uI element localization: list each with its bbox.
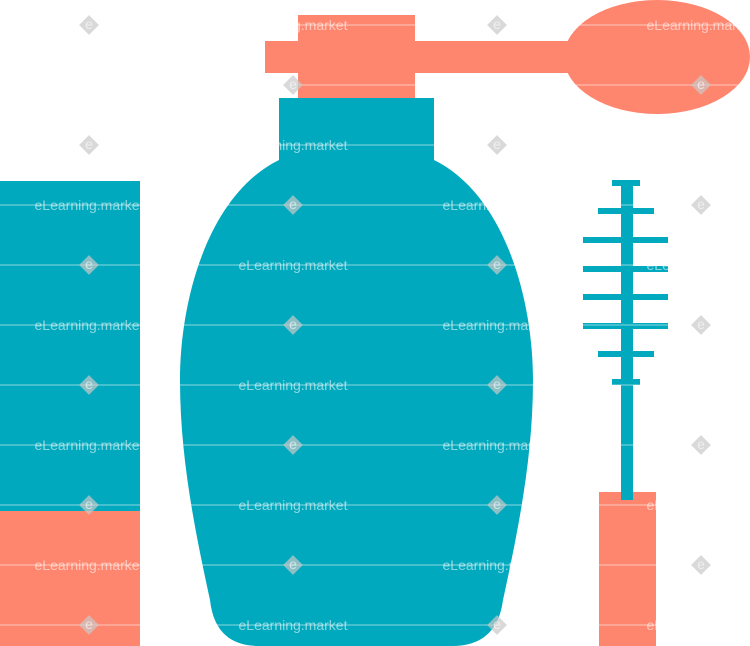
watermark-text: eLearning.market xyxy=(443,77,552,93)
watermark-diamond-icon xyxy=(487,135,507,155)
watermark-diamond-icon xyxy=(487,495,507,515)
watermark-diamond-icon xyxy=(487,615,507,635)
watermark-layer: e eLearning.market e eLearning.market eLearn… xyxy=(0,15,750,635)
mascara-bristle xyxy=(583,323,668,329)
watermark-mark: e xyxy=(85,616,93,632)
watermark-mark: e xyxy=(493,256,501,272)
watermark-diamond-icon xyxy=(487,375,507,395)
watermark-diamond-icon xyxy=(283,435,303,455)
watermark-mark: e xyxy=(697,316,705,332)
cosmetic-jar xyxy=(0,181,140,646)
mascara-wand xyxy=(583,180,668,646)
bottle-neck xyxy=(279,98,434,168)
watermark-diamond-icon xyxy=(487,255,507,275)
watermark-text: eLearning.market xyxy=(239,377,348,393)
jar-body xyxy=(0,181,140,511)
watermark-text: eLearning.market xyxy=(443,557,552,573)
watermark-diamond-icon xyxy=(283,315,303,335)
watermark-mark: e xyxy=(85,16,93,32)
watermark-mark: e xyxy=(697,436,705,452)
watermark-mark: e xyxy=(289,196,297,212)
watermark-diamond-icon xyxy=(691,555,711,575)
watermark-diamond-icon xyxy=(283,195,303,215)
watermark-text: eLearning.market xyxy=(443,197,552,213)
watermark-mark: e xyxy=(289,76,297,92)
jar-base xyxy=(0,511,140,646)
mascara-handle xyxy=(599,492,656,646)
watermark-mark: e xyxy=(85,136,93,152)
watermark-text: eLearning.market xyxy=(443,437,552,453)
watermark-diamond-icon xyxy=(691,315,711,335)
watermark-mark: e xyxy=(289,436,297,452)
watermark-mark: e xyxy=(493,496,501,512)
watermark-mark: e xyxy=(493,616,501,632)
watermark-text: eLearning.market xyxy=(647,137,750,153)
watermark-text: eLearning.market xyxy=(647,497,750,513)
watermark-text: eLearning.market xyxy=(647,257,750,273)
bottle-body xyxy=(180,160,533,646)
watermark-text: eLearning.market xyxy=(35,77,144,93)
watermark-mark: e xyxy=(697,556,705,572)
watermark-text: eLearning.market xyxy=(35,437,144,453)
watermark-text: eLearning.market xyxy=(239,17,348,33)
watermark-mark: e xyxy=(697,76,705,92)
watermark-text: eLearning.market xyxy=(647,377,750,393)
watermark-diamond-icon xyxy=(283,75,303,95)
mascara-bristle xyxy=(598,351,654,357)
watermark-mark: e xyxy=(493,16,501,32)
watermark-text: eLearning.market xyxy=(35,317,144,333)
watermark-mark: e xyxy=(289,316,297,332)
watermark-text: eLearning.market xyxy=(443,317,552,333)
watermark-text: eLearning.market xyxy=(35,557,144,573)
watermark-diamond-icon xyxy=(79,15,99,35)
watermark-diamond-icon xyxy=(79,255,99,275)
watermark-diamond-icon xyxy=(283,555,303,575)
watermark-mark: e xyxy=(289,556,297,572)
watermark-text: eLearning.market xyxy=(239,497,348,513)
watermark-mark: e xyxy=(85,496,93,512)
watermark-mark: e xyxy=(85,256,93,272)
mascara-bristles xyxy=(583,180,668,385)
mascara-bristle xyxy=(583,266,668,272)
watermark-diamond-icon xyxy=(487,15,507,35)
watermark-diamond-icon xyxy=(79,495,99,515)
watermark-diamond-icon xyxy=(79,135,99,155)
watermark-mark: e xyxy=(85,376,93,392)
watermark-text: eLearning.market xyxy=(239,617,348,633)
mascara-bristle xyxy=(583,294,668,300)
watermark-text: eLearning.market xyxy=(239,137,348,153)
watermark-text: eLearning.market xyxy=(239,257,348,273)
mascara-handle-top xyxy=(599,492,656,500)
watermark-diamond-icon xyxy=(79,375,99,395)
watermark-text: eLearning.market xyxy=(647,17,750,33)
watermark-mark: e xyxy=(493,376,501,392)
watermark-diamond-icon xyxy=(691,435,711,455)
watermark-text: eLearning.market xyxy=(35,197,144,213)
mascara-bristle xyxy=(598,208,654,214)
watermark-mark: e xyxy=(493,136,501,152)
mascara-bristle xyxy=(612,180,640,186)
mascara-rod xyxy=(621,182,633,500)
mascara-bristle xyxy=(612,379,640,385)
watermark-mark: e xyxy=(697,196,705,212)
mascara-bristle xyxy=(583,237,668,243)
watermark-text: eLearning.market xyxy=(647,617,750,633)
